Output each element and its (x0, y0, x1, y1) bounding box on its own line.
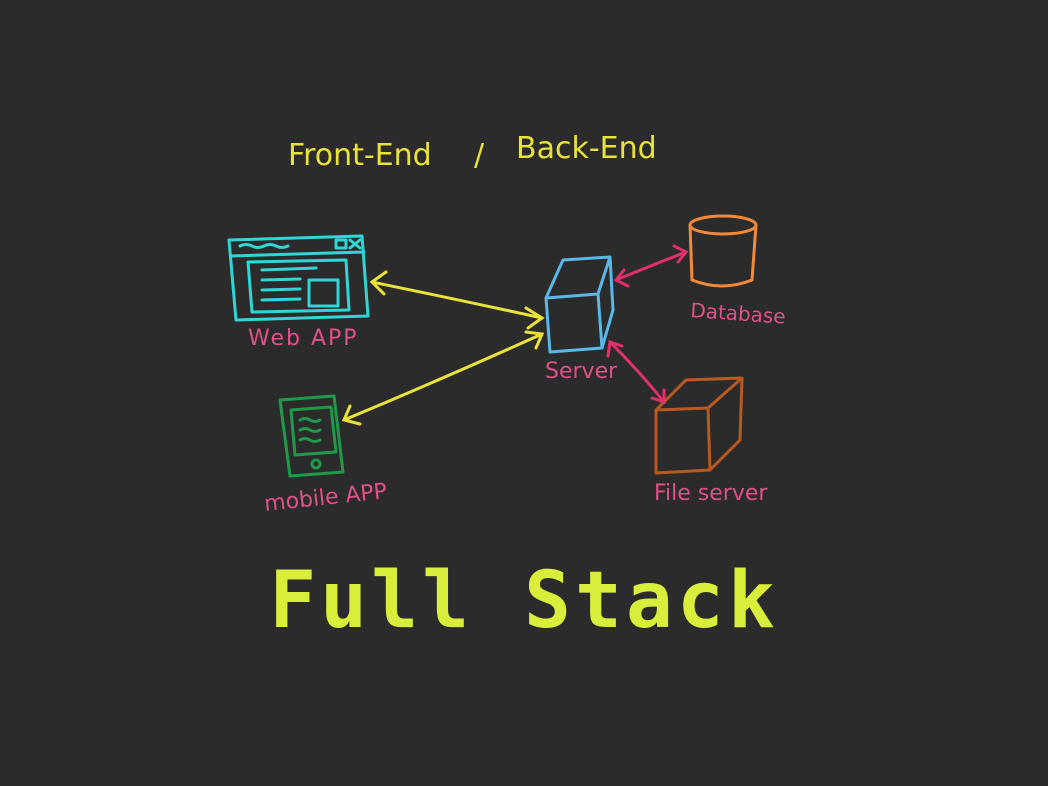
full-stack-title: Full Stack (269, 556, 779, 646)
database-label: Database (690, 298, 787, 329)
header-separator: / (474, 138, 485, 173)
mobile-app-server-arrow (341, 330, 545, 426)
server-label: Server (545, 359, 618, 384)
mobile-app-label: mobile APP (263, 479, 388, 517)
file-server-icon (654, 376, 744, 475)
database-icon (688, 214, 758, 288)
mobile-app-icon (278, 394, 345, 478)
server-file-server-arrow (606, 340, 666, 405)
web-app-label: Web APP (248, 326, 359, 351)
file-server-label: File server (654, 481, 768, 506)
server-icon (544, 255, 615, 354)
web-app-icon (227, 234, 370, 322)
web-app-server-arrow (369, 270, 545, 330)
server-database-arrow (613, 244, 689, 288)
back-end-label: Back-End (516, 131, 657, 166)
front-end-label: Front-End (288, 138, 432, 173)
